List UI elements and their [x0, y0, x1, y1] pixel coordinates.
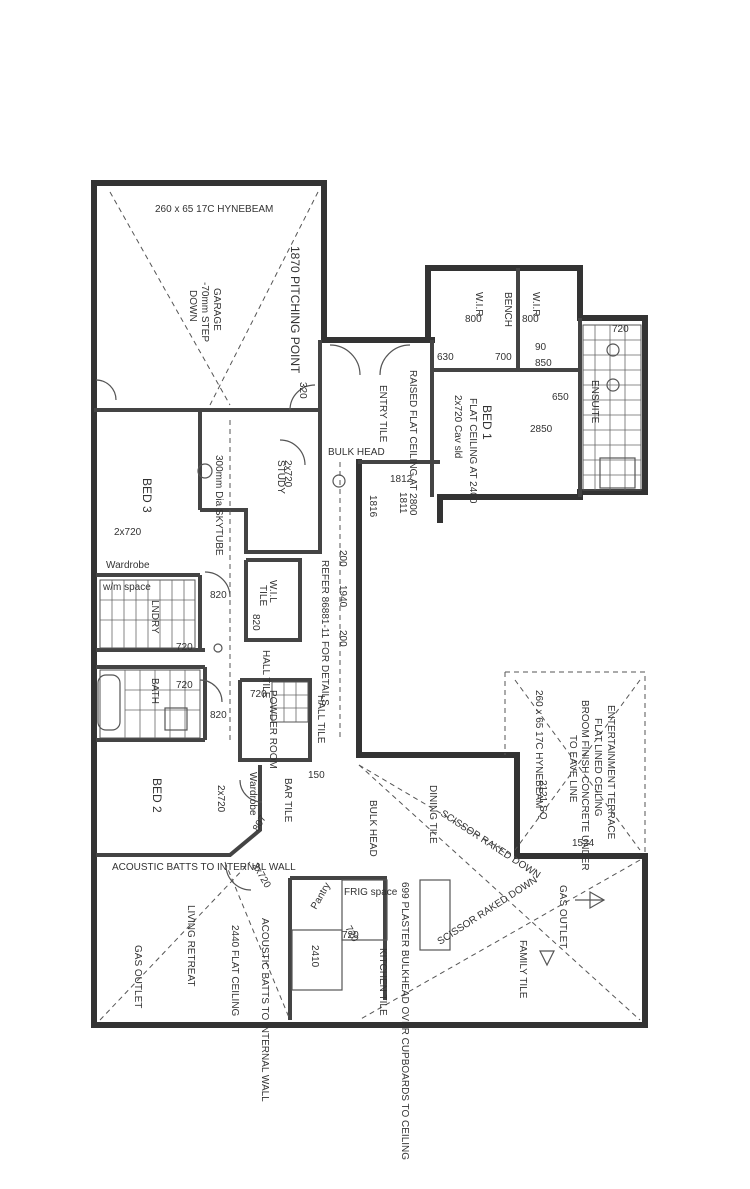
bed1-door-label: 2x720 Cav sld — [452, 395, 463, 458]
hall2-label: HALL TILE — [315, 695, 326, 744]
bed1-label: BED 1 — [480, 405, 494, 440]
wir-right-label: W.I.R — [530, 292, 541, 316]
terrace-eave-label: TO EAVE LINE — [567, 735, 578, 803]
acoustic-top-label: ACOUSTIC BATTS TO INTERNAL WALL — [112, 862, 296, 873]
bed3-label: BED 3 — [140, 478, 154, 513]
bulkhead-top-label: BULK HEAD — [328, 447, 385, 458]
wardrobe-top-label: Wardrobe — [106, 560, 150, 571]
dimension-labels: 320 630 700 800 800 90 850 650 2850 720 … — [114, 314, 629, 968]
garage-step-label: -70mm STEP — [199, 282, 210, 342]
dim-150: 150 — [308, 770, 325, 781]
fridge-label: FRIG space — [344, 887, 398, 898]
dim-720c: 720 — [176, 680, 193, 691]
hyne-beam-label: 260 x 65 17C HYNEBEAM — [155, 204, 273, 215]
powder-label: POWDER ROOM — [267, 690, 278, 769]
living-label: LIVING RETREAT — [185, 905, 196, 987]
dim-1940: 1940 — [337, 585, 348, 608]
dim-1816: 1816 — [367, 495, 378, 518]
wir-left-label: W.I.R — [473, 292, 484, 316]
dim-720b: 720 — [176, 642, 193, 653]
pitching-point-label: 1870 PITCHING POINT — [288, 246, 302, 374]
hatched-wet-areas — [99, 324, 642, 739]
dim-820a: 820 — [210, 590, 227, 601]
wil-label: W.I.L — [267, 580, 278, 603]
wm-space-label: w/m space — [102, 582, 151, 593]
plaster-label: 699 PLASTER BULKHEAD OVER CUPBOARDS TO C… — [399, 882, 410, 1160]
pantry-label: Pantry — [309, 881, 333, 912]
dim-630: 630 — [437, 352, 454, 363]
dim-820b: 820 — [210, 710, 227, 721]
bulkhead-bottom-label: BULK HEAD — [367, 800, 378, 857]
raised-ceiling-label: RAISED FLAT CEILING AT 2800 — [407, 370, 418, 516]
dim-720d: 720 — [250, 689, 267, 700]
gas-outlet-right-label: GAS OUTLET — [557, 885, 568, 948]
dim-720e: 720 — [342, 930, 359, 941]
acoustic-internal-label: ACOUSTIC BATTS TO INTERNAL WALL — [259, 918, 270, 1102]
fixtures — [95, 343, 636, 991]
dim-720f: 720 — [342, 924, 360, 944]
dim-2720a: 2x720 — [282, 460, 293, 488]
scissor1-label: SCISSOR RAKED DOWN — [438, 808, 542, 881]
dim-800b: 800 — [522, 314, 539, 325]
dim-850: 850 — [535, 358, 552, 369]
scissor2-label: SCISSOR RAKED DOWN — [436, 875, 540, 948]
dim-2410: 2410 — [309, 945, 320, 968]
dim-320: 320 — [297, 382, 308, 399]
terrace-beam-label: 260 x 65 17C HYNEBEAM — [533, 690, 544, 808]
dim-700: 700 — [495, 352, 512, 363]
bath-label: BATH — [149, 678, 160, 704]
dim-2720b: 2x720 — [114, 527, 142, 538]
dim-200a: 200 — [337, 550, 348, 567]
ensuite-label: ENSUITE — [589, 380, 600, 424]
dim-90: 90 — [535, 342, 547, 353]
ceiling-2440-label: 2440 FLAT CEILING — [229, 925, 240, 1017]
terrace-ceiling-label: FLAT LINED CEILING — [592, 718, 603, 817]
dim-807: 807 — [251, 813, 269, 833]
dim-820c: 820 — [250, 614, 261, 631]
family-label: FAMILY TILE — [517, 940, 528, 999]
refer-label: REFER 86881-11 FOR DETAILS — [319, 560, 330, 706]
dim-800a: 800 — [465, 314, 482, 325]
garage-label: GARAGE — [211, 288, 222, 331]
dim-1524: 1524 — [572, 838, 595, 849]
garage-down-label: DOWN — [187, 290, 198, 322]
dim-650: 650 — [552, 392, 569, 403]
dim-200b: 200 — [337, 630, 348, 647]
wil-tile-label: TILE — [257, 585, 268, 606]
interior-walls — [94, 268, 582, 1020]
dim-2850: 2850 — [530, 424, 553, 435]
room-labels: 260 x 65 17C HYNEBEAM GARAGE -70mm STEP … — [102, 204, 616, 1160]
dim-720a: 720 — [612, 324, 629, 335]
bar-label: BAR TILE — [282, 778, 293, 823]
entry-label: ENTRY TILE — [377, 385, 388, 443]
dim-2720c: 2x720 — [215, 785, 226, 813]
hall-label: HALL TILE — [260, 650, 271, 699]
laundry-label: LNDRY — [149, 600, 160, 634]
dim-1812: 1812 — [390, 474, 413, 485]
bench-label: BENCH — [502, 292, 513, 327]
dim-1811: 1811 — [397, 492, 408, 514]
skytube-label: 300mm Dia SKYTUBE — [213, 455, 224, 556]
kitchen-label: KITCHEN TILE — [377, 948, 388, 1016]
bed1-ceiling-label: FLAT CEILING AT 2400 — [467, 398, 478, 504]
study-label: STUDY — [275, 460, 286, 494]
dim-2121: 2121 SQ — [537, 780, 548, 820]
gas-outlet-left-label: GAS OUTLET — [132, 945, 143, 1008]
bed2-label: BED 2 — [150, 778, 164, 813]
ceiling-rake-lines — [99, 191, 641, 1021]
terrace-finish-label: BROOM FINISH CONCRETE UNDER — [579, 700, 590, 871]
terrace-label: ENTERTAINMENT TERRACE — [605, 705, 616, 840]
wardrobe-bottom-label: Wardrobe — [247, 772, 258, 816]
dining-label: DINING TILE — [427, 785, 438, 844]
